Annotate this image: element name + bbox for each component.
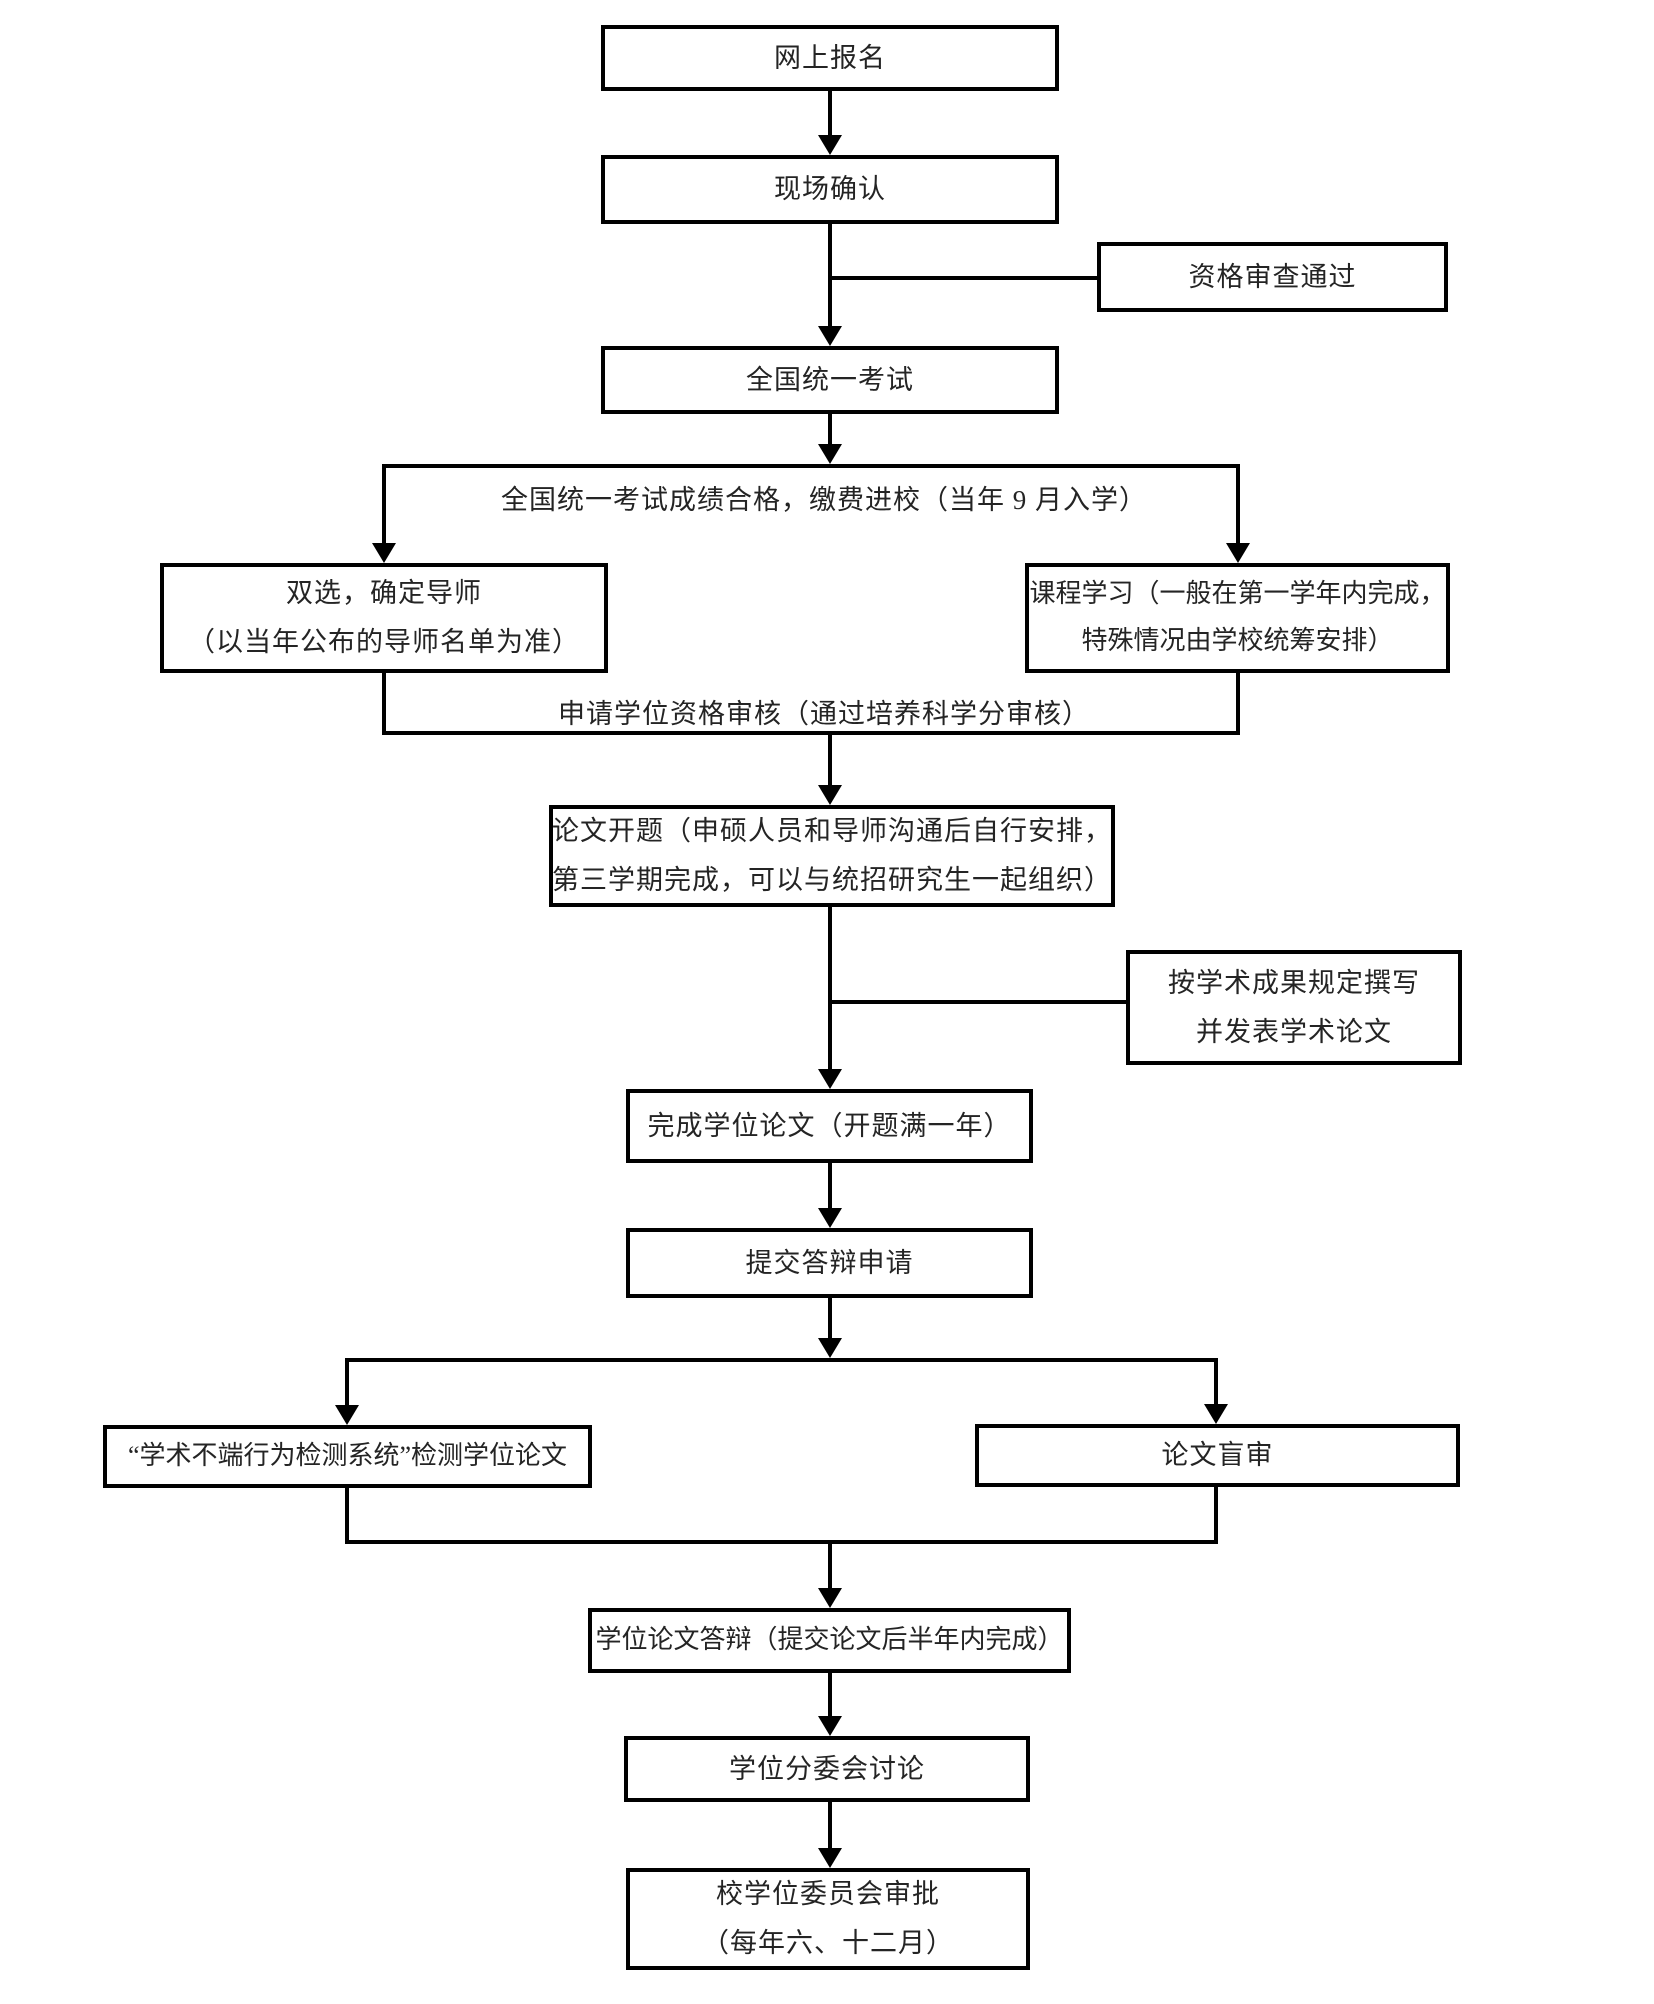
node-label: 学位论文答辩（提交论文后半年内完成） <box>595 1625 1064 1655</box>
flow-node-select-supervisor: 双选，确定导师 （以当年公布的导师名单为准） <box>160 563 608 673</box>
connector-to-qualification-review <box>828 276 1099 280</box>
node-label-line1: 双选，确定导师 <box>286 578 482 609</box>
arrowhead-to-national-exam <box>818 326 842 346</box>
connector-branch-to-course <box>1236 468 1240 547</box>
flow-node-university-committee: 校学位委员会审批 （每年六、十二月） <box>626 1868 1030 1970</box>
arrowhead-to-university-committee <box>818 1848 842 1868</box>
arrowhead-to-thesis-defense <box>818 1588 842 1608</box>
arrowhead-to-blind-review <box>1204 1404 1228 1424</box>
arrowhead-to-branch-bar <box>818 444 842 464</box>
node-label: 论文盲审 <box>1161 1440 1274 1471</box>
arrowhead-to-course-study <box>1226 543 1250 563</box>
connector-branch-to-supervisor <box>382 468 386 547</box>
node-label: 现场确认 <box>774 174 886 205</box>
node-label: 全国统一考试 <box>746 364 914 395</box>
connector-defense-to-subcommittee <box>828 1673 832 1720</box>
merge-bar-before-defense <box>345 1540 1218 1544</box>
arrowhead-to-complete-thesis <box>818 1069 842 1089</box>
node-label-line1: 课程学习（一般在第一学年内完成， <box>1029 579 1446 609</box>
arrowhead-to-subcommittee <box>818 1716 842 1736</box>
connector-plagiarism-to-merge <box>345 1488 349 1544</box>
merge-bar-before-proposal <box>382 731 1240 735</box>
node-label-line2: 第三学期完成，可以与统招研究生一起组织） <box>552 865 1112 895</box>
connector-supervisor-to-merge <box>382 673 386 735</box>
connector-proposal-to-thesis <box>828 907 832 1073</box>
node-label: 网上报名 <box>774 42 886 73</box>
node-label-line2: （每年六、十二月） <box>702 1928 954 1958</box>
flow-node-thesis-proposal: 论文开题（申硕人员和导师沟通后自行安排， 第三学期完成，可以与统招研究生一起组织… <box>549 805 1115 907</box>
connector-thesis-to-application <box>828 1163 832 1212</box>
connector-to-academic-papers <box>828 1000 1128 1004</box>
connector-blindreview-to-merge <box>1214 1487 1218 1544</box>
flow-node-blind-review: 论文盲审 <box>975 1424 1460 1487</box>
flow-node-course-study: 课程学习（一般在第一学年内完成， 特殊情况由学校统筹安排） <box>1025 563 1450 673</box>
note-qualification-audit: 申请学位资格审核（通过培养科学分审核） <box>558 699 1090 729</box>
node-label-line1: 论文开题（申硕人员和导师沟通后自行安排， <box>552 816 1112 847</box>
node-label-line2: （以当年公布的导师名单为准） <box>188 627 580 657</box>
connector-application-to-branch <box>828 1298 832 1342</box>
flow-node-plagiarism-check: “学术不端行为检测系统”检测学位论文 <box>103 1425 592 1488</box>
flow-node-onsite-confirmation: 现场确认 <box>601 155 1059 224</box>
branch-bar-after-application <box>345 1358 1218 1362</box>
connector-branch-to-plagiarism <box>345 1362 349 1409</box>
flow-node-qualification-review: 资格审查通过 <box>1097 242 1448 312</box>
connector-exam-to-branch <box>828 414 832 448</box>
connector-course-to-merge <box>1236 673 1240 735</box>
connector-merge-to-proposal <box>828 735 832 789</box>
node-label-line2: 并发表学术论文 <box>1196 1016 1392 1047</box>
arrowhead-to-onsite-confirmation <box>818 135 842 155</box>
arrowhead-to-select-supervisor <box>372 543 396 563</box>
connector-branch-to-blindreview <box>1214 1362 1218 1408</box>
arrowhead-to-thesis-proposal <box>818 785 842 805</box>
connector-registration-to-confirmation <box>828 91 832 138</box>
arrowhead-to-plagiarism-check <box>335 1405 359 1425</box>
node-label: 完成学位论文（开题满一年） <box>647 1110 1012 1141</box>
branch-bar-after-exam <box>382 464 1240 468</box>
connector-merge-to-defense <box>828 1544 832 1592</box>
flow-node-online-registration: 网上报名 <box>601 25 1059 91</box>
flow-node-national-exam: 全国统一考试 <box>601 346 1059 414</box>
node-label-line1: 按学术成果规定撰写 <box>1168 967 1420 998</box>
arrowhead-to-branch-bar-2 <box>818 1338 842 1358</box>
arrowhead-to-defense-application <box>818 1208 842 1228</box>
node-label: 学位分委会讨论 <box>729 1753 925 1784</box>
node-label-line1: 校学位委员会审批 <box>716 1879 940 1910</box>
node-label: 资格审查通过 <box>1188 261 1357 292</box>
node-label: 提交答辩申请 <box>745 1247 914 1278</box>
flow-node-defense-application: 提交答辩申请 <box>626 1228 1033 1298</box>
note-exam-pass: 全国统一考试成绩合格，缴费进校（当年 9 月入学） <box>501 485 1147 515</box>
flow-node-subcommittee-discussion: 学位分委会讨论 <box>624 1736 1030 1802</box>
node-label-line2: 特殊情况由学校统筹安排） <box>1081 626 1394 655</box>
flow-node-thesis-defense: 学位论文答辩（提交论文后半年内完成） <box>588 1608 1071 1673</box>
node-label: “学术不端行为检测系统”检测学位论文 <box>127 1441 568 1471</box>
flow-node-academic-papers: 按学术成果规定撰写 并发表学术论文 <box>1126 950 1462 1065</box>
connector-subcommittee-to-committee <box>828 1802 832 1852</box>
flow-node-complete-thesis: 完成学位论文（开题满一年） <box>626 1089 1033 1163</box>
